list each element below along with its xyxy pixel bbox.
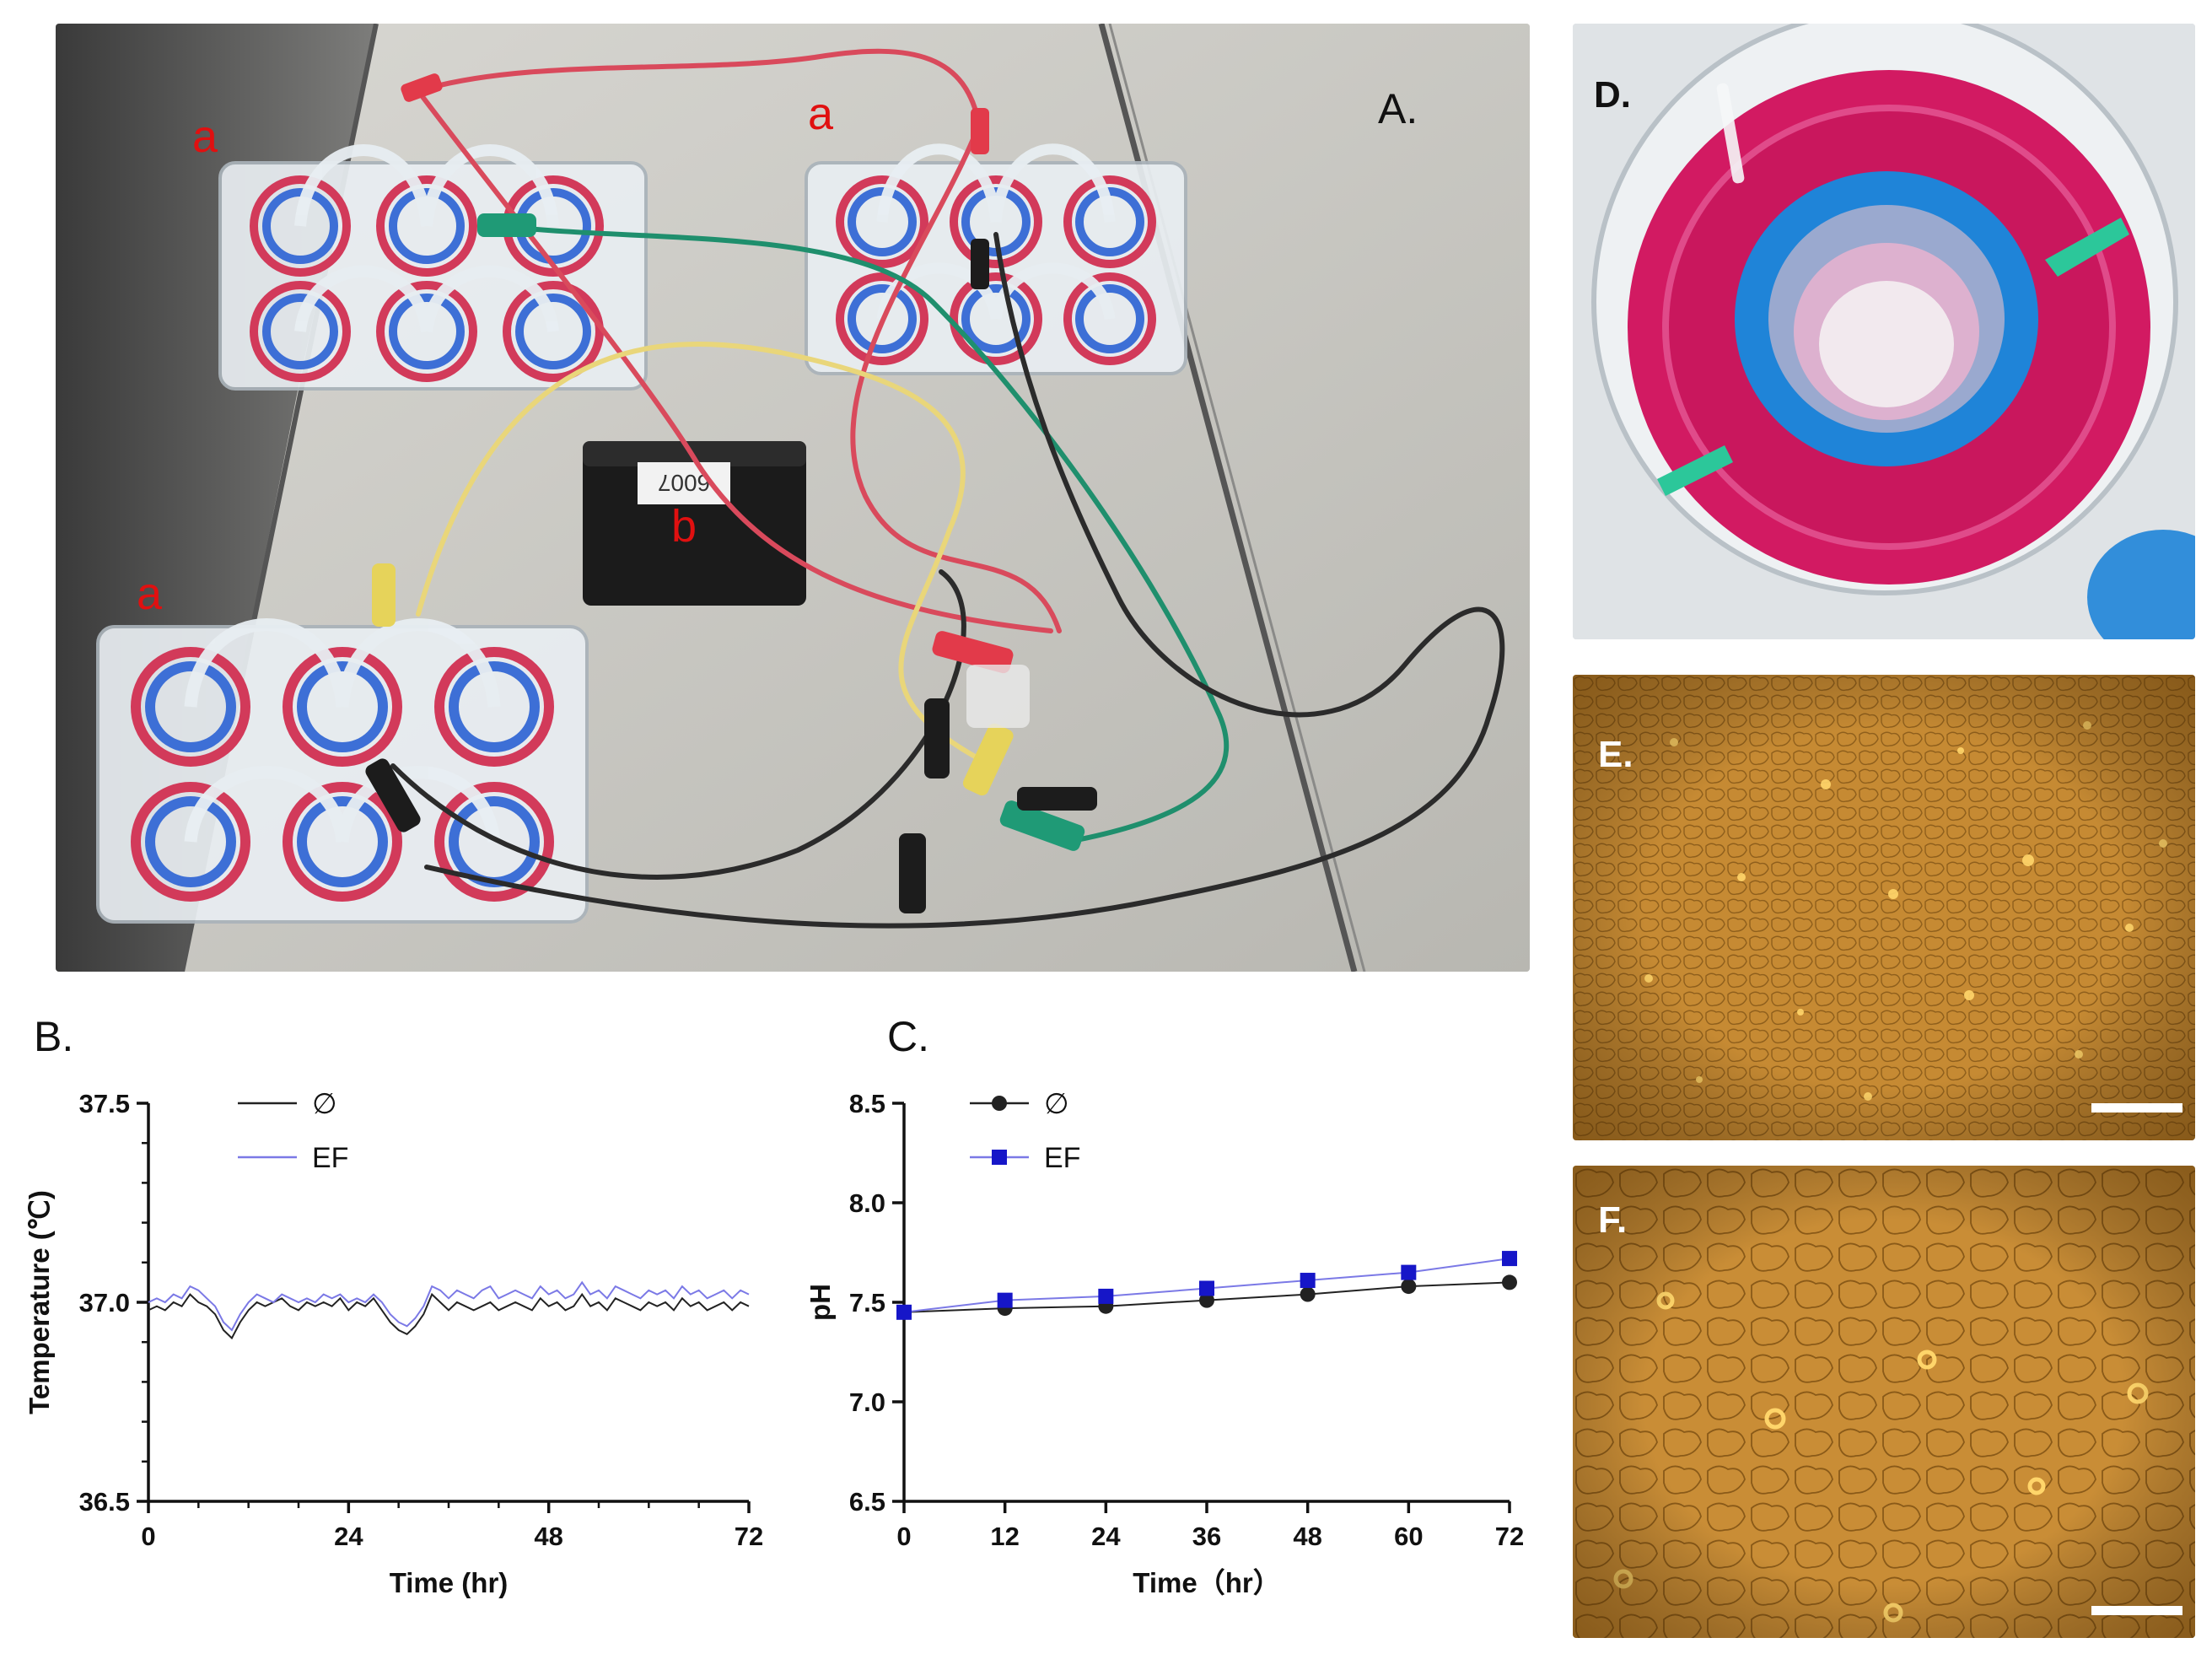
panel-b-label: B. xyxy=(34,1013,74,1060)
data-point xyxy=(1199,1292,1214,1308)
power-supply-box: 6007 xyxy=(583,441,806,606)
culture-plate xyxy=(218,144,648,391)
x-tick-label: 72 xyxy=(735,1522,763,1551)
legend-label: EF xyxy=(312,1142,348,1174)
culture-plate xyxy=(805,143,1187,375)
alligator-clips xyxy=(365,73,1097,913)
panel-a-label: A. xyxy=(1378,85,1418,132)
data-point xyxy=(1502,1274,1517,1290)
x-tick-label: 12 xyxy=(990,1522,1019,1551)
well-photo-illustration xyxy=(1573,24,2195,639)
x-tick-label: 72 xyxy=(1495,1522,1524,1551)
legend-marker xyxy=(992,1096,1007,1111)
panel-f-label: F. xyxy=(1598,1199,1628,1241)
y-axis-label: pH xyxy=(805,1284,836,1321)
series-line-control xyxy=(148,1292,750,1340)
data-point xyxy=(896,1304,912,1320)
setup-marker-a: a xyxy=(137,568,163,619)
legend-label: EF xyxy=(1044,1142,1080,1174)
data-point xyxy=(1300,1273,1316,1289)
panel-d-well-photo: D. xyxy=(1573,24,2195,639)
panel-a-setup-photo: 6007 A. a a xyxy=(56,24,1530,972)
panel-f-micrograph: F. xyxy=(1573,1166,2195,1638)
data-point xyxy=(1502,1251,1517,1267)
y-tick-label: 6.5 xyxy=(849,1487,885,1517)
setup-marker-a: a xyxy=(192,111,218,162)
x-tick-label: 60 xyxy=(1394,1522,1423,1551)
series-line-ef xyxy=(148,1280,750,1332)
y-tick-label: 36.5 xyxy=(79,1487,130,1517)
data-point xyxy=(997,1292,1013,1308)
setup-photo-illustration: 6007 xyxy=(56,24,1530,972)
x-tick-label: 48 xyxy=(1293,1522,1321,1551)
y-tick-label: 7.5 xyxy=(849,1288,885,1317)
y-tick-label: 8.5 xyxy=(849,1089,885,1118)
y-tick-label: 37.5 xyxy=(79,1089,130,1118)
x-tick-label: 24 xyxy=(334,1522,363,1551)
legend-marker xyxy=(992,1150,1007,1165)
device-tag: 6007 xyxy=(658,470,710,496)
setup-marker-a: a xyxy=(808,89,834,139)
micrograph-f xyxy=(1573,1166,2195,1638)
panel-d-label: D. xyxy=(1594,74,1631,116)
scale-bar xyxy=(2091,1606,2182,1615)
x-tick-label: 0 xyxy=(141,1522,155,1551)
data-point xyxy=(1401,1264,1417,1280)
x-tick-label: 48 xyxy=(534,1522,562,1551)
legend-label: ∅ xyxy=(312,1088,337,1120)
y-tick-label: 8.0 xyxy=(849,1188,885,1218)
y-tick-label: 37.0 xyxy=(79,1288,130,1317)
micrograph-e xyxy=(1573,675,2195,1140)
panel-e-label: E. xyxy=(1598,734,1633,775)
x-tick-label: 0 xyxy=(896,1522,911,1551)
data-point xyxy=(1199,1280,1214,1296)
legend-label: ∅ xyxy=(1044,1088,1069,1120)
x-tick-label: 36 xyxy=(1192,1522,1221,1551)
panel-e-micrograph: E. xyxy=(1573,675,2195,1140)
scale-bar xyxy=(2091,1103,2182,1113)
x-axis-label: Time (hr) xyxy=(390,1567,509,1598)
x-axis-label: Time（hr） xyxy=(1133,1567,1280,1598)
y-axis-label: Temperature (℃) xyxy=(24,1190,55,1414)
panel-c-label: C. xyxy=(887,1013,929,1060)
setup-marker-b: b xyxy=(671,501,697,552)
data-point xyxy=(1300,1286,1316,1302)
culture-plate xyxy=(96,618,589,924)
x-tick-label: 24 xyxy=(1091,1522,1121,1551)
data-point xyxy=(1401,1279,1417,1295)
y-tick-label: 7.0 xyxy=(849,1387,885,1417)
data-point xyxy=(1098,1288,1114,1304)
